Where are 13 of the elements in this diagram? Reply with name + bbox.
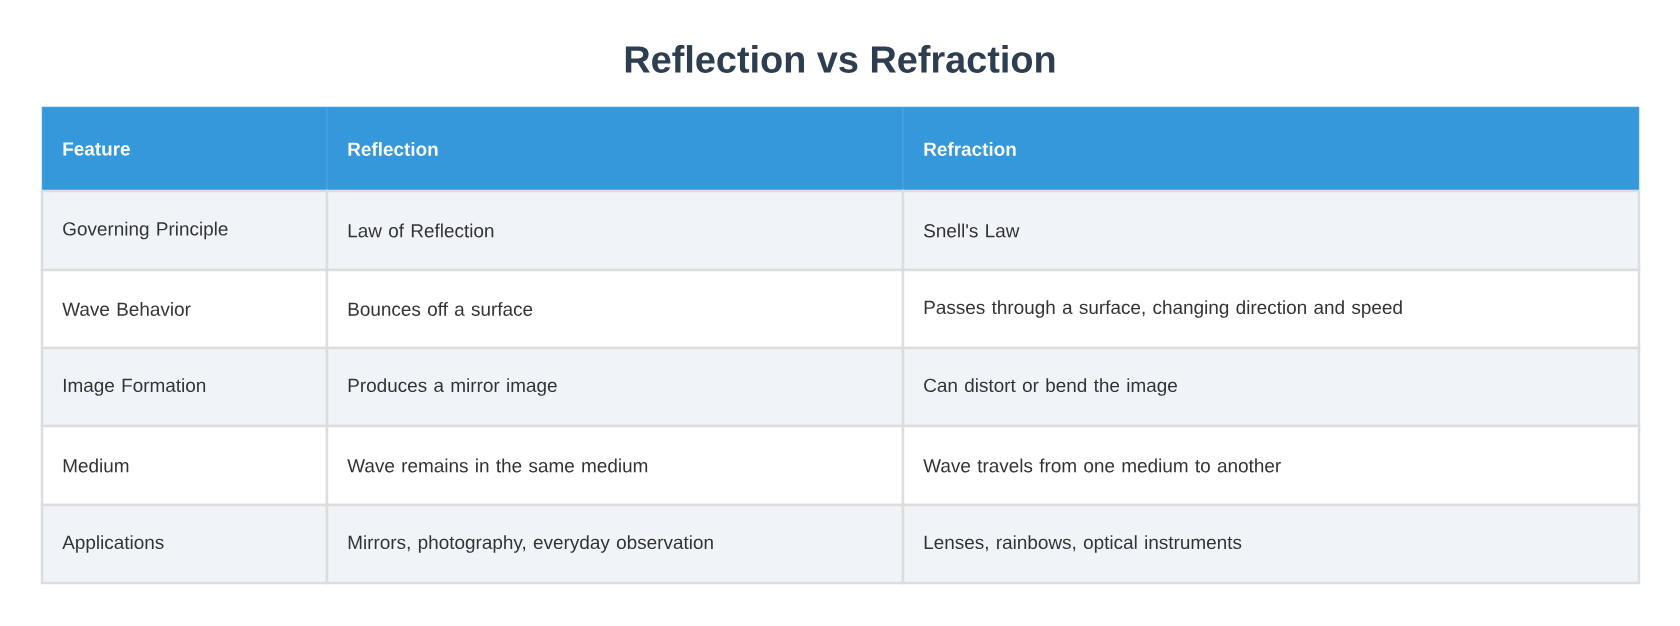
table-cell: Wave Behavior xyxy=(40,268,329,350)
table-cell: Applications xyxy=(40,503,329,585)
title: Reflection vs Refraction xyxy=(625,45,1055,73)
header-cell: Refraction xyxy=(902,106,1640,192)
table-cell: Image Formation xyxy=(40,346,329,428)
table-cell: Wave travels from one medium to another xyxy=(901,424,1641,507)
table-cell: Medium xyxy=(40,424,329,507)
table-cell: Passes through a surface, changing direction and speed xyxy=(901,268,1641,350)
table-cell: Snell's Law xyxy=(901,189,1641,272)
header-cell: Feature xyxy=(41,106,328,192)
table-cell: Can distort or bend the image xyxy=(901,346,1641,428)
table-cell: Governing Principle xyxy=(40,189,329,272)
table-cell: Lenses, rainbows, optical instruments xyxy=(901,503,1641,585)
